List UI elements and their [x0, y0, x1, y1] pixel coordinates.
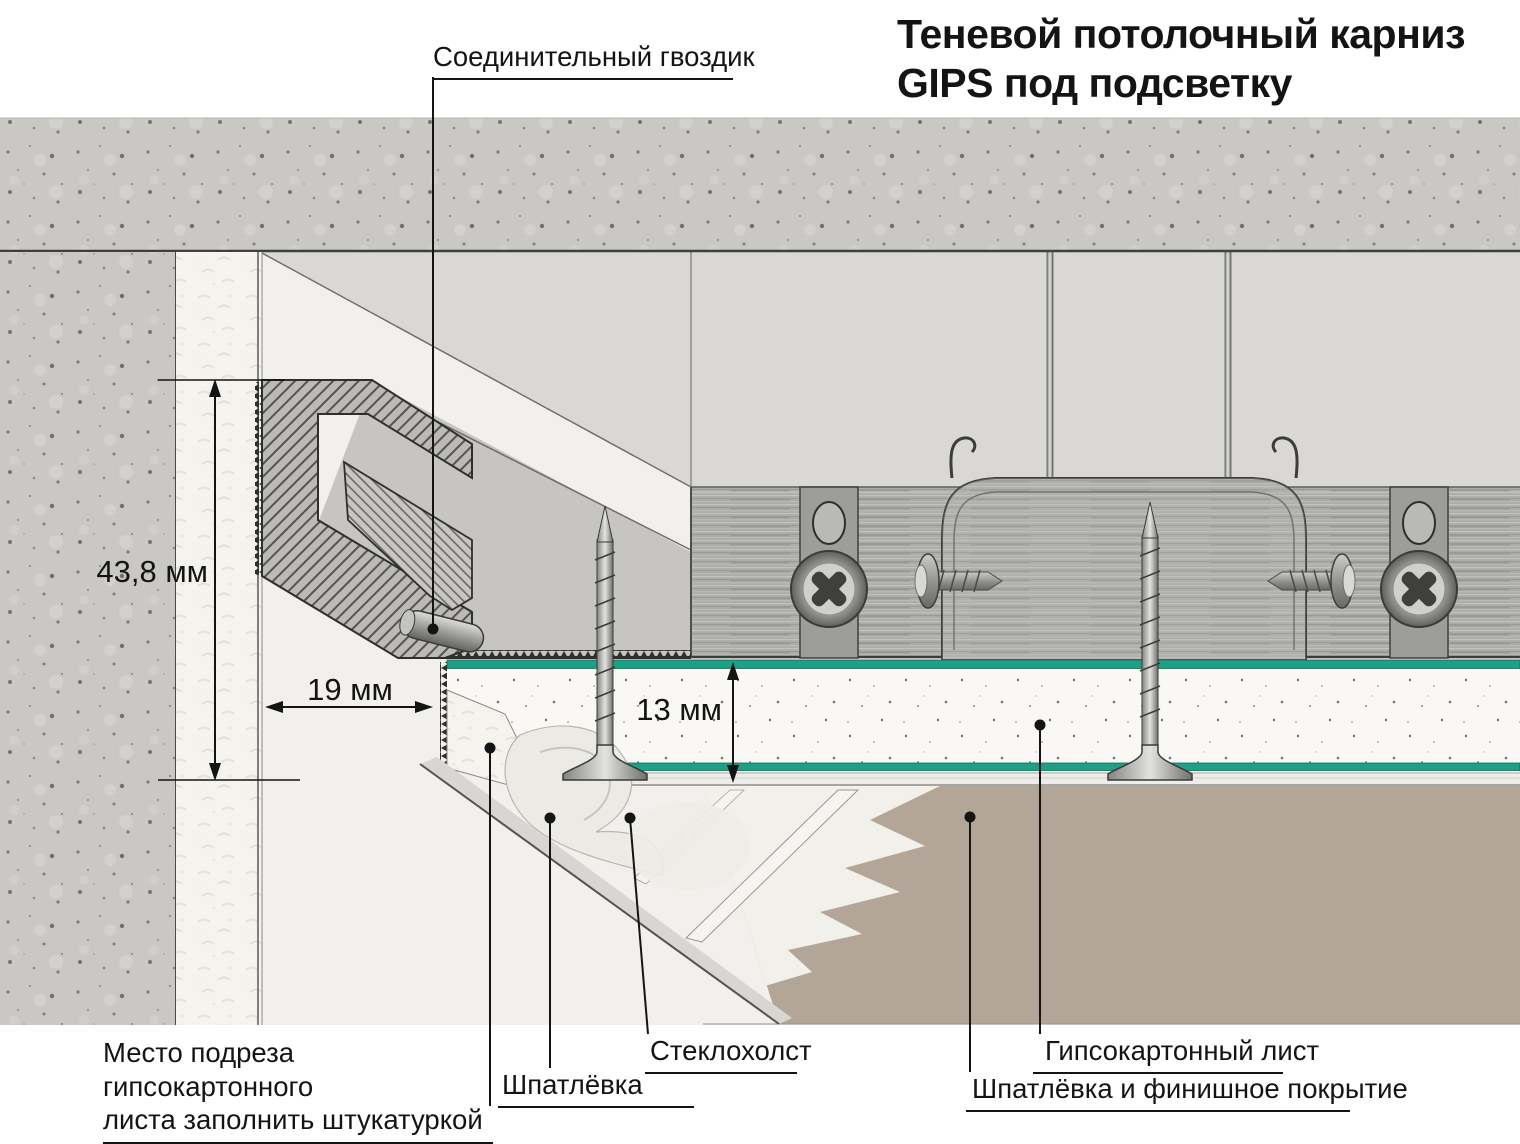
concrete-wall	[0, 252, 177, 1025]
profile-flange-serration	[440, 650, 691, 659]
concrete-slab	[0, 117, 1520, 253]
label-cut-line-2: листа заполнить штукатуркой	[103, 1104, 483, 1136]
label-cut-line-1: Место подреза гипсокартонного	[103, 1037, 314, 1102]
diagram-title: Теневой потолочный карниз GIPS под подсв…	[897, 10, 1465, 108]
hanger-hook-icon	[1271, 436, 1299, 479]
drywall-screw	[1107, 501, 1193, 781]
phillips-screw	[1380, 550, 1458, 628]
connecting-pin	[399, 609, 485, 653]
phillips-screw	[790, 550, 868, 628]
dimension-label-thickness: 13 мм	[636, 692, 722, 727]
chamfer-face	[420, 757, 792, 1024]
title-line-2: GIPS под подсветку	[897, 60, 1292, 107]
label-gypsum-sheet: Гипсокартонный лист	[1033, 1034, 1319, 1074]
gypsum-core	[447, 669, 1520, 763]
dimension-label-height: 43,8 мм	[96, 554, 208, 589]
dimension-43-8	[158, 379, 300, 781]
hanger-hook-icon	[949, 436, 977, 479]
leader-lines	[427, 77, 1046, 1106]
drywall-sheet	[440, 659, 1520, 772]
profile-insert	[342, 460, 473, 612]
dimension-13	[727, 662, 739, 783]
channel-connector-box	[941, 436, 1307, 661]
putty-feather-edge	[703, 786, 940, 1024]
dimension-label-depth: 19 мм	[307, 672, 393, 707]
label-cut-area: Место подреза гипсокартонного листа запо…	[103, 1036, 493, 1144]
cut-edge-serration	[440, 662, 447, 765]
drywall-screw	[562, 505, 648, 781]
label-finish-coating: Шпатлёвка и финишное покрытие	[966, 1072, 1408, 1112]
profile-cross-section	[255, 379, 473, 659]
pan-washer-screw	[914, 553, 1003, 609]
label-fiberglass: Стеклохолст	[645, 1034, 812, 1074]
label-putty: Шпатлёвка	[498, 1068, 694, 1108]
room-shadow-zone	[262, 252, 1520, 487]
wall-plaster-layer	[176, 252, 263, 1025]
title-line-1: Теневой потолочный карниз	[897, 11, 1465, 57]
dimension-19	[265, 701, 433, 713]
pan-washer-screw	[1267, 553, 1356, 609]
knurled-edge	[255, 382, 262, 575]
perspective-edge-lower	[419, 763, 780, 1025]
label-connecting-pin: Соединительный гвоздик	[433, 40, 755, 80]
perspective-edge-upper	[261, 252, 692, 488]
